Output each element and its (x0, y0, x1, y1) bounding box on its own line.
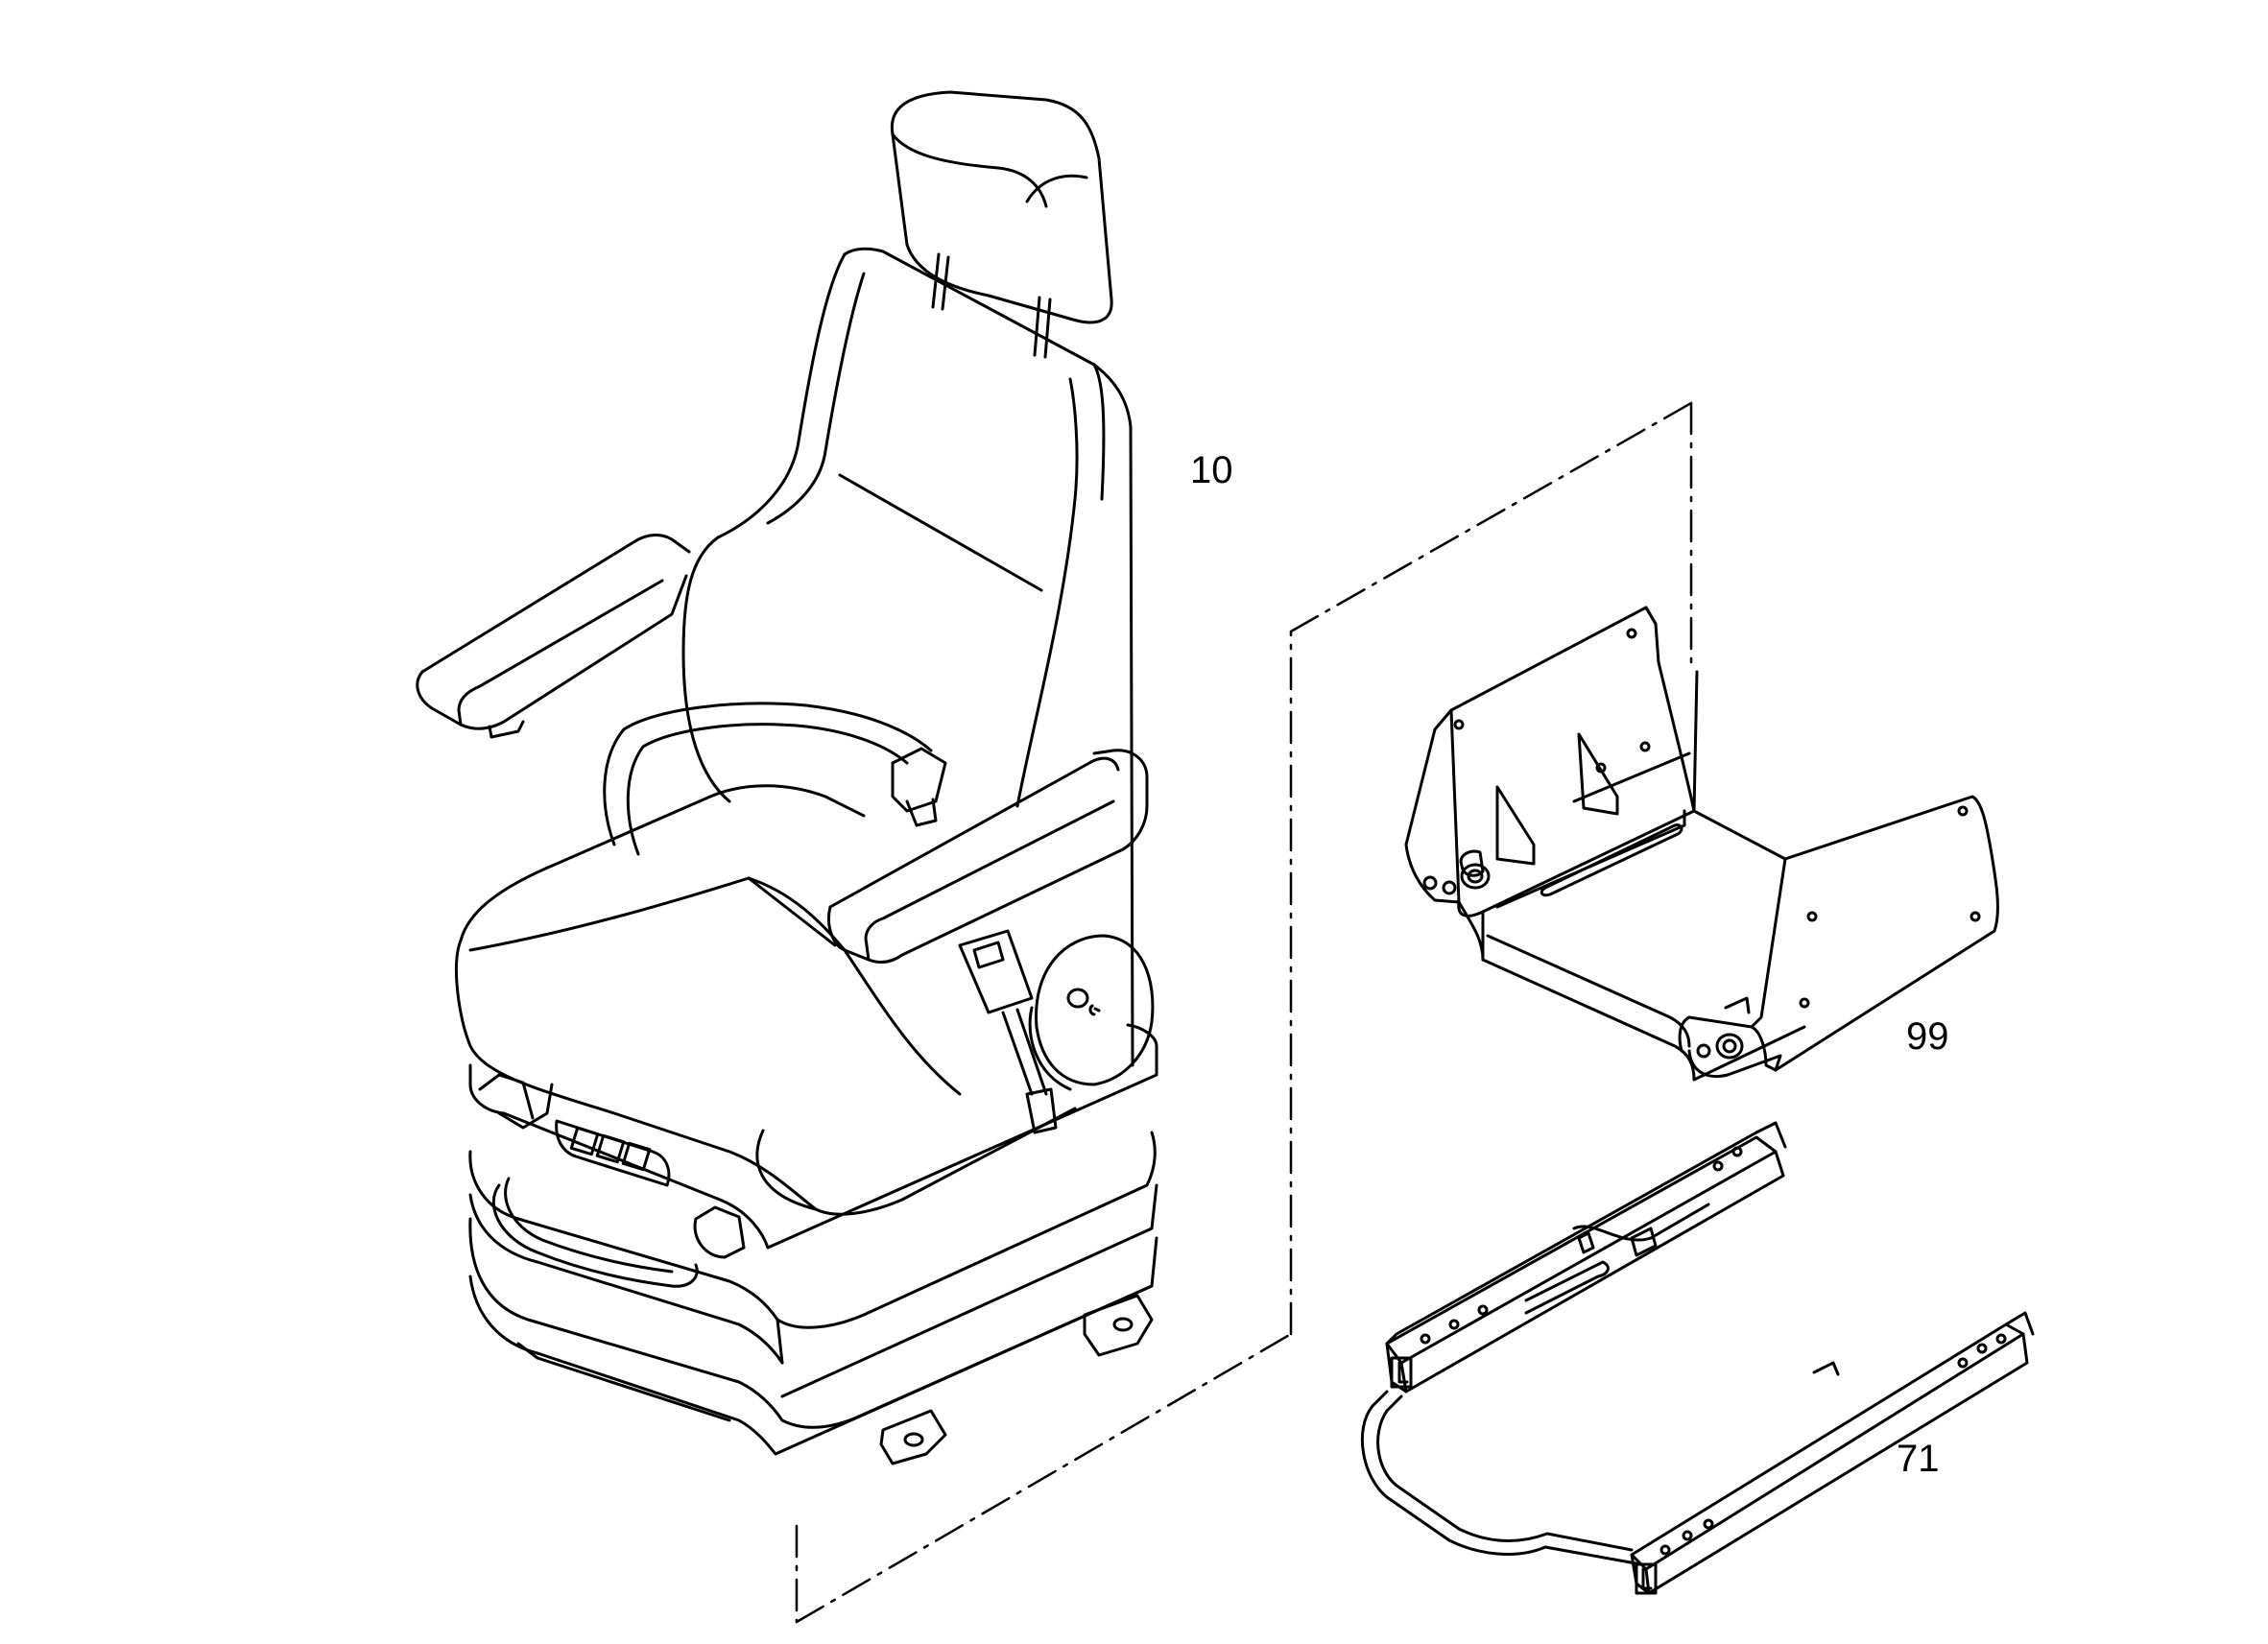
slide-rails (1360, 1121, 2035, 1595)
part-number-bracket: 99 (1906, 1015, 1949, 1058)
seat-cushion (455, 784, 1077, 1216)
headrest (890, 90, 1113, 359)
left-armrest (416, 534, 691, 739)
assembly-guide-lines (795, 401, 1693, 1624)
seat-console-bracket (1404, 606, 1999, 1082)
adjustment-knob (1028, 934, 1155, 1091)
part-number-seat: 10 (1190, 449, 1233, 491)
right-armrest (827, 749, 1149, 964)
seat-belt (603, 702, 1058, 1134)
part-number-slide-rails: 71 (1897, 1438, 1940, 1480)
seat-suspension-base (468, 1023, 1158, 1465)
seat-assembly (416, 90, 1158, 1465)
backrest (681, 247, 1134, 1067)
